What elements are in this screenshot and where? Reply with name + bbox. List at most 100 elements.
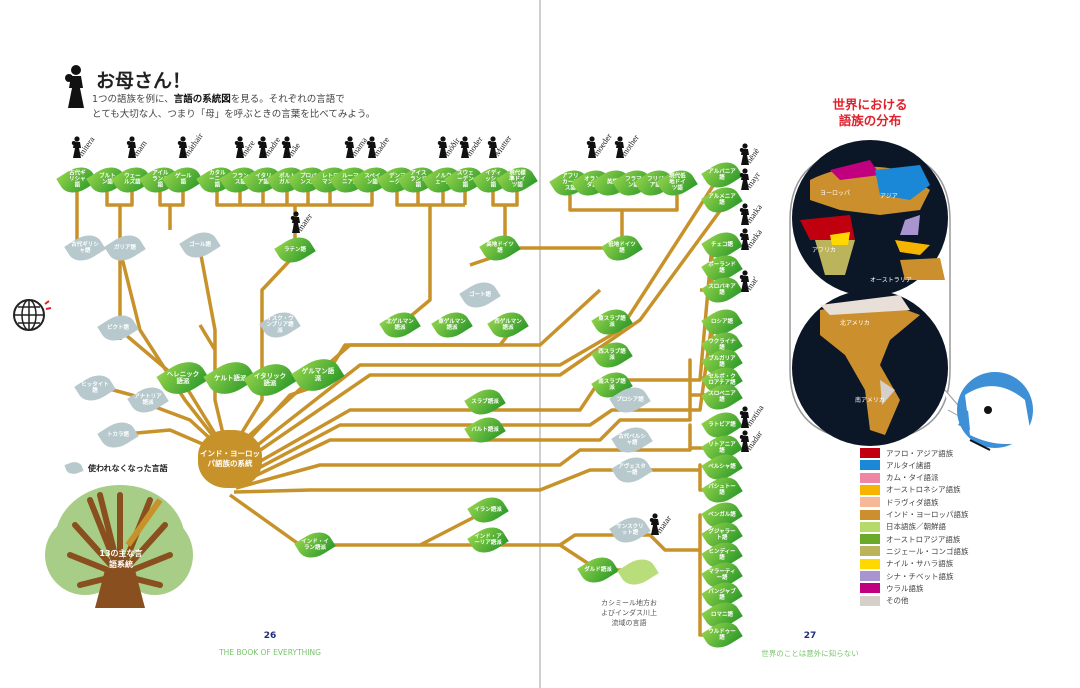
language-leaf-label: ベンガル語 [708, 512, 736, 518]
language-leaf-label: 高地ドイツ語 [486, 242, 514, 254]
mother-figure-icon [487, 136, 497, 158]
legend-swatch [860, 448, 880, 458]
page-title: お母さん！ [96, 70, 192, 92]
language-leaf-label: ヒッタイト語 [81, 382, 109, 394]
language-leaf-label: ブルガリア語 [708, 356, 736, 368]
mother-figure-icon [71, 136, 81, 158]
language-leaf-label: ウェールズ語 [123, 174, 141, 186]
language-leaf-label: スラブ語派 [471, 399, 499, 405]
mother-figure-icon [234, 136, 244, 158]
mother-figure-icon [177, 136, 187, 158]
language-leaf-label: ポーランド語 [708, 262, 736, 274]
language-leaf-label: ガリア語 [113, 245, 136, 251]
mother-word: mitera [71, 134, 106, 158]
language-leaf-label: 古代ペルシャ語 [618, 434, 646, 446]
mother-word: nënë [739, 143, 768, 165]
language-leaf-label: オスク・ウンブリア語派 [266, 316, 294, 334]
legend-swatch [860, 497, 880, 508]
language-leaf-label: トカラ語 [106, 432, 129, 438]
extinct-language-legend-label: 使われなくなった言語 [88, 464, 168, 473]
mother-word: moeder [586, 131, 625, 158]
legend-label: アルタイ諸語 [886, 460, 931, 470]
intro-text: 1つの語族を例に、言語の系統図を見る。それぞれの言語で とても大切な人、つまり「… [92, 92, 412, 122]
map-label-north-america: 北アメリカ [840, 319, 870, 327]
mother-figure-icon [739, 270, 749, 292]
language-leaf-label: ピクト語 [106, 325, 129, 331]
mother-figure-icon [344, 136, 354, 158]
language-leaf-label: サンスクリット語 [616, 524, 644, 536]
mother-word: mayr [739, 168, 769, 190]
legend-item: ドラヴィダ語族 [860, 496, 939, 508]
language-leaf-label: 古代ギリシャ語 [71, 242, 99, 254]
mother-word: máthair [177, 131, 216, 158]
language-leaf-label: グジャラート語 [708, 529, 736, 541]
mother-figure-icon [739, 143, 749, 165]
mother-figure-icon [739, 168, 749, 190]
language-leaf-label: ヒンディー語 [708, 549, 736, 561]
language-leaf-label: ゲール語 [174, 174, 192, 186]
map-label-south-america: 南アメリカ [855, 396, 885, 404]
mother-word: matar [649, 513, 681, 535]
language-leaf-label: 北ゲルマン語派 [386, 319, 414, 331]
left-page-number: 26 [263, 631, 277, 641]
legend-item: ウラル語族 [860, 582, 924, 594]
mother-figure-icon [126, 136, 136, 158]
language-leaf-label: ゴール語 [188, 242, 211, 248]
language-leaf-label: 東スラブ語派 [598, 316, 626, 328]
legend-swatch [860, 558, 880, 569]
language-leaf-label: スロバキア語 [708, 284, 736, 296]
language-leaf-label: パシュトー語 [708, 484, 736, 496]
kashmir-caption: カシミール地方およびインダス川上流域の言語 [601, 599, 657, 627]
mother-word: mama [344, 135, 378, 158]
language-leaf-label: プロシア語 [616, 397, 644, 403]
mother-word: móðir [437, 136, 470, 158]
legend-swatch [860, 571, 880, 581]
mother-figure-icon [649, 513, 659, 535]
intro-text-part: を見る。それぞれの言語で [230, 94, 345, 105]
map-title-line2: 語族の分布 [838, 113, 902, 128]
legend-item: カム・タイ語派 [860, 472, 939, 484]
legend-swatch [860, 460, 880, 471]
legend-swatch [860, 534, 880, 545]
legend-swatch [860, 595, 880, 606]
legend-item: ニジェール・コンゴ語族 [860, 545, 969, 557]
legend-item: アフロ・アジア語族 [860, 447, 953, 459]
world-map-globes: ヨーロッパ アジア アフリカ オーストラリア 北アメリカ 南アメリカ [789, 140, 1033, 451]
legend-item: オーストロアジア語族 [860, 533, 960, 545]
legend-swatch [860, 484, 880, 495]
mother-figure-icon [739, 203, 749, 225]
language-leaf-label: アルバニア語 [708, 169, 736, 181]
map-title-line1: 世界における [832, 97, 908, 112]
right-running-title: 世界のことは意外に知らない [761, 649, 859, 658]
language-leaf-label: ゲルマン語派 [301, 367, 335, 382]
language-leaf-label: 東ゲルマン語派 [438, 319, 466, 331]
language-leaf-label: 西スラブ語派 [598, 349, 626, 361]
mother-word: madre [366, 135, 400, 158]
mother-word: mat' [739, 270, 766, 292]
language-leaf-label: バルト語派 [471, 427, 499, 433]
language-leaf-label: アナトリア語派 [134, 394, 162, 406]
legend-label: インド・ヨーロッパ語族 [886, 510, 969, 519]
language-leaf-label: パンジャブ語 [708, 589, 736, 601]
legend-swatch [860, 509, 880, 520]
legend-label: ドラヴィダ語族 [886, 497, 939, 507]
right-page-number: 27 [803, 631, 817, 641]
language-leaf-label: スロベニア語 [708, 391, 736, 403]
map-label-australia: オーストラリア [870, 277, 912, 284]
language-leaf-label: ダルド語派 [584, 567, 612, 573]
left-running-title: THE BOOK OF EVERYTHING [219, 648, 321, 657]
language-leaf-label: マラーティー語 [708, 569, 736, 581]
legend-item: オーストロネシア語族 [860, 484, 961, 496]
mother-word: mother [614, 133, 651, 158]
language-leaf-label: ロシア語 [710, 319, 733, 325]
mother-word: mam [126, 136, 156, 158]
face-illustration [957, 372, 1033, 451]
legend-item: アルタイ諸語 [860, 459, 931, 471]
language-leaf-label: 低地ドイツ語 [608, 242, 636, 254]
mother-figure-icon [366, 136, 376, 158]
language-leaf-label: 現代低地ドイツ語 [668, 174, 686, 192]
language-leaf-label: 古代ギリシャ語 [68, 171, 86, 189]
mother-figure-icon [290, 211, 300, 233]
mother-figure-icon [281, 136, 291, 158]
